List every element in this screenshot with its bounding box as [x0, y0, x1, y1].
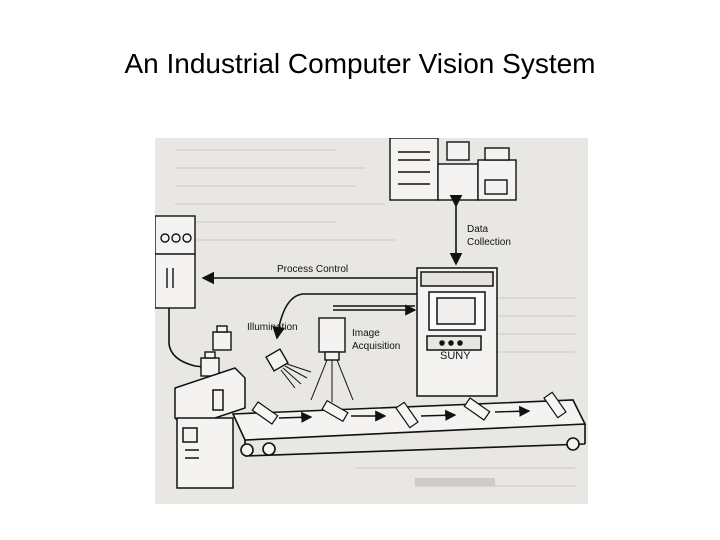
feeder-machine — [174, 367, 246, 489]
slide-title: An Industrial Computer Vision System — [124, 48, 596, 79]
controller-feed-link — [168, 308, 215, 374]
illumination-control-link — [272, 293, 417, 340]
feeder-bottles — [200, 325, 232, 377]
conveyor-parts — [251, 391, 567, 429]
conveyor-motion-arrows — [278, 405, 531, 423]
brand-label: SUNY — [440, 350, 471, 362]
data-collection-label-2: Collection — [467, 237, 511, 248]
host-computer — [389, 137, 517, 201]
process-controller — [154, 215, 196, 309]
illumination-rays — [280, 363, 312, 389]
illumination-label: Illumination — [247, 322, 298, 333]
image-acquisition-label-2: Acquisition — [352, 341, 400, 352]
image-acquisition-label-1: Image — [352, 328, 380, 339]
vision-processor — [416, 267, 498, 397]
camera-field-of-view — [310, 359, 354, 402]
vision-system-figure: Data Collection SUNY Process Control Ill… — [154, 137, 588, 504]
process-control-label: Process Control — [277, 264, 348, 275]
vision-system-diagram: Data Collection SUNY Process Control Ill… — [154, 137, 588, 504]
bleed-through-heading — [415, 478, 495, 486]
data-collection-label-1: Data — [467, 224, 489, 235]
camera — [318, 317, 346, 361]
illumination-lamp — [265, 348, 289, 372]
